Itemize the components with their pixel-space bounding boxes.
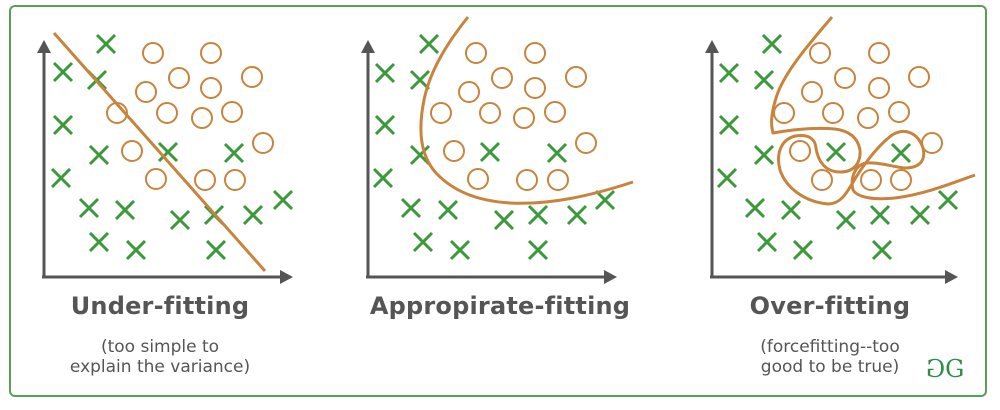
decision-boundary-line [52, 32, 267, 272]
panel-title-appropriate-fitting: Appropirate-fitting [369, 292, 631, 320]
crosses [372, 33, 616, 261]
figure-frame [9, 5, 987, 397]
subtitle-line: explain the variance) [69, 357, 251, 377]
geeksforgeeks-logo-icon: GG [930, 355, 964, 383]
panel-subtitle-under-fitting: (too simple to explain the variance) [40, 337, 280, 377]
y-axis-arrow-icon [705, 40, 719, 53]
x-axis-arrow-icon [280, 270, 293, 284]
axes [37, 40, 293, 284]
subtitle-line: (too simple to [100, 337, 220, 357]
axes [705, 40, 958, 284]
x-axis-arrow-icon [604, 270, 617, 284]
x-axis-arrow-icon [945, 270, 958, 284]
subtitle-line: (forcefitting--too [760, 337, 900, 357]
panel-title-under-fitting: Under-fitting [70, 292, 250, 320]
panel-under-fitting [37, 32, 294, 284]
overfit-boundary-curve [770, 16, 976, 206]
panel-subtitle-over-fitting: (forcefitting--too good to be true) [730, 337, 930, 377]
subtitle-line: good to be true) [760, 357, 900, 377]
circles [430, 42, 597, 191]
panel-over-fitting [705, 16, 976, 284]
panel-appropriate-fitting [361, 16, 634, 284]
panel-title-over-fitting: Over-fitting [749, 292, 911, 320]
y-axis-arrow-icon [37, 40, 51, 53]
y-axis-arrow-icon [361, 40, 375, 53]
circles [106, 42, 274, 191]
decision-boundary-curve [419, 16, 634, 205]
axes [361, 40, 617, 284]
